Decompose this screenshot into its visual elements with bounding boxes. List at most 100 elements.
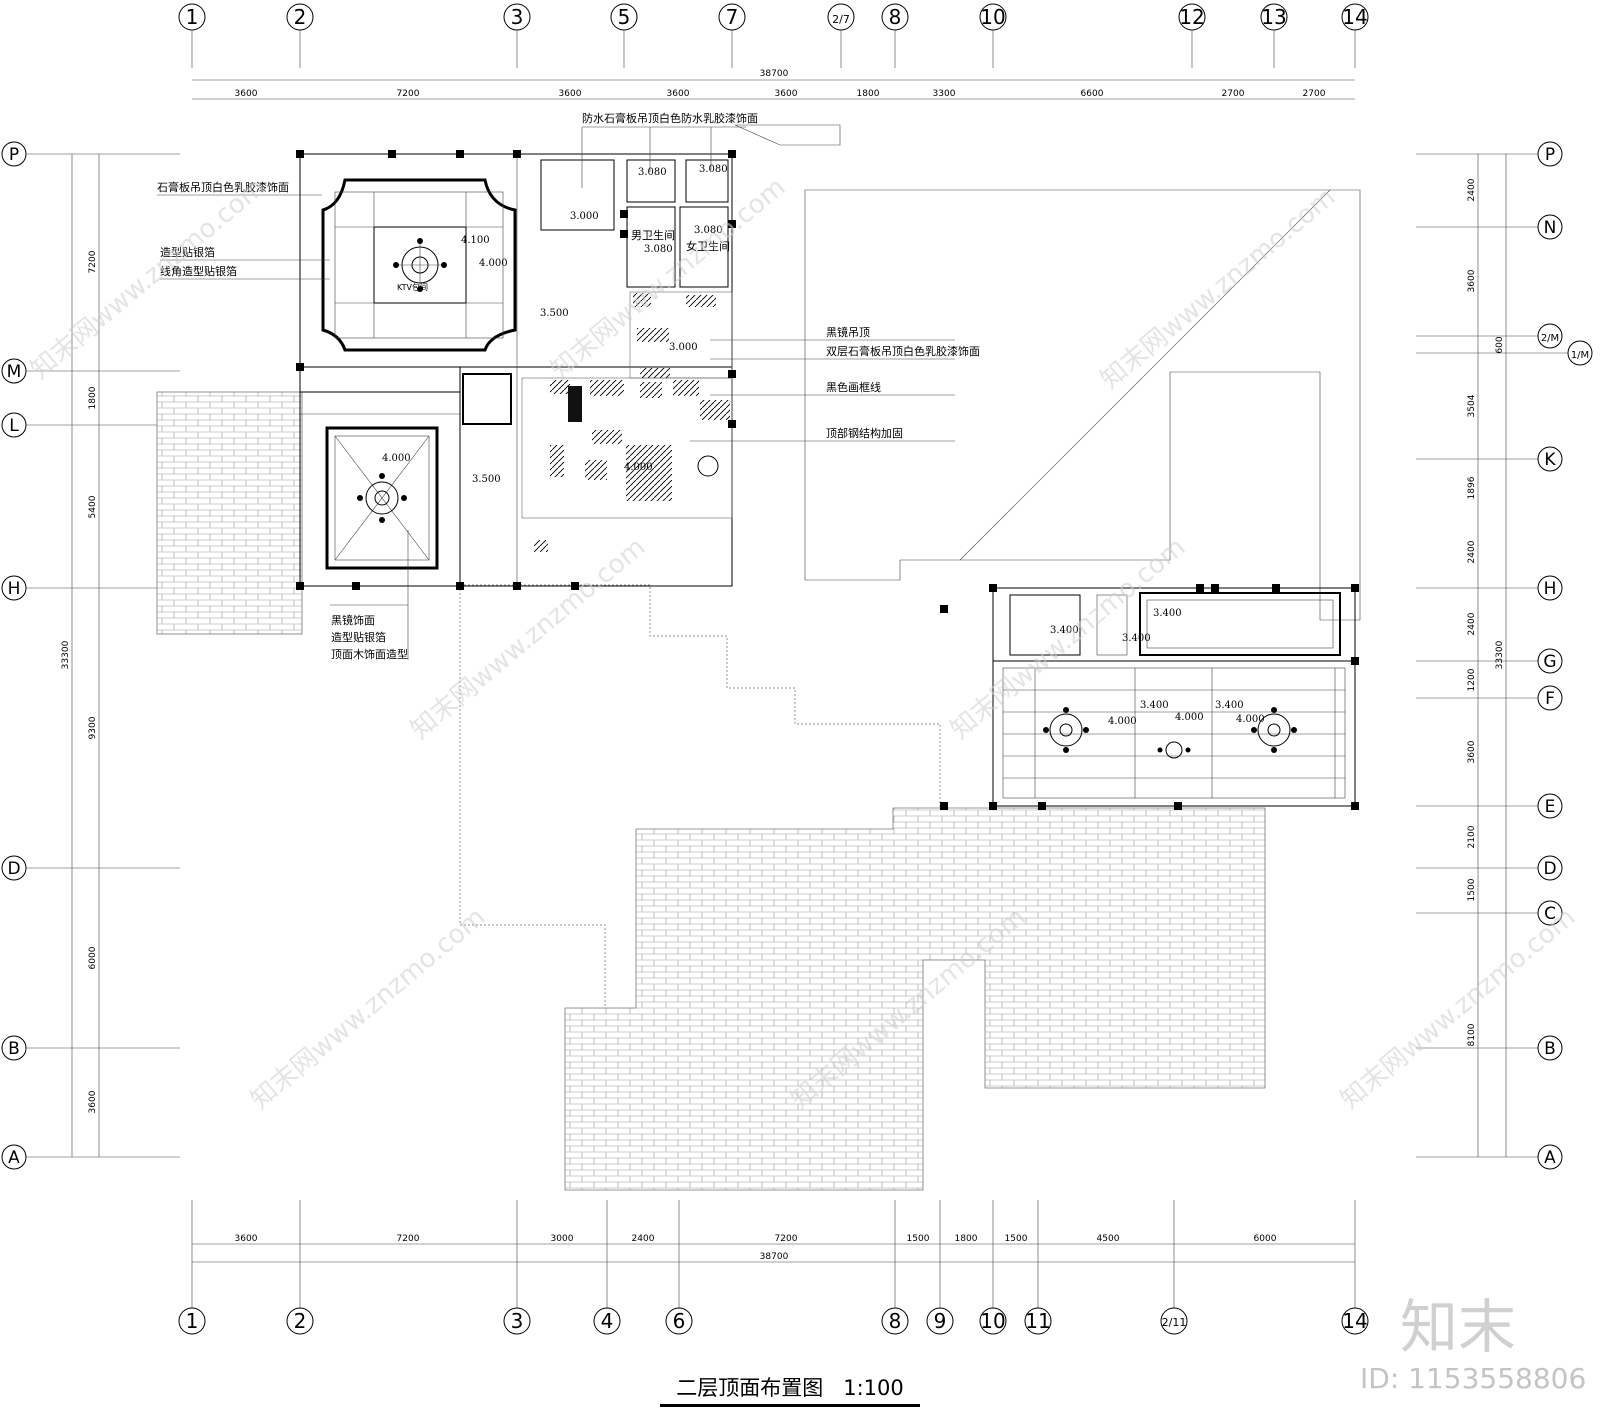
- note-silver-foil-2: 造型贴银箔: [331, 630, 386, 644]
- dimension: 3000: [551, 1234, 574, 1244]
- dimension: 3600: [1467, 269, 1477, 292]
- note-waterproof-ceiling: 防水石膏板吊顶白色防水乳胶漆饰面: [582, 111, 758, 125]
- dimension: 3600: [1467, 740, 1477, 763]
- room-label-mens-wc: 男卫生间: [631, 228, 675, 242]
- axis-label: 8: [889, 1309, 902, 1333]
- chandelier-icon: [1043, 707, 1089, 753]
- elevation-mark: 4.000: [1236, 714, 1265, 725]
- elevation-mark: 3.400: [1215, 700, 1244, 711]
- axis-label: C: [1544, 904, 1556, 924]
- dimension: 6000: [88, 946, 98, 969]
- bottom-axis-row: 3600 7200 3000 2400 7200 1500 1800 1500 …: [178, 1200, 1369, 1335]
- elevation-mark: 4.000: [382, 453, 411, 464]
- elevation-mark: 3.080: [644, 244, 673, 255]
- axis-label: M: [7, 362, 22, 382]
- watermark: 知末网www.znzmo.com: [405, 532, 651, 745]
- axis-bubble: 7: [718, 3, 746, 68]
- axis-label: D: [7, 859, 20, 879]
- elevation-mark: 3.080: [694, 225, 723, 236]
- dimension: 1500: [1005, 1234, 1028, 1244]
- structural-columns: [296, 150, 736, 590]
- room-label-ktv: KTV包间: [397, 282, 428, 292]
- elevation-mark: 3.000: [570, 211, 599, 222]
- dimension: 600: [1495, 336, 1505, 353]
- dimension: 1896: [1467, 476, 1477, 499]
- elevation-mark: 3.000: [669, 342, 698, 353]
- roof-outline: [734, 124, 1361, 621]
- axis-label: 3: [511, 1309, 524, 1333]
- axis-bubble: 2: [286, 3, 314, 68]
- axis-label: 2/7: [832, 13, 850, 26]
- dimension-total: 33300: [61, 640, 71, 669]
- room-label-womens-wc: 女卫生间: [686, 239, 730, 253]
- axis-label: P: [9, 145, 19, 165]
- note-steel-reinforce: 顶部钢结构加固: [826, 426, 903, 440]
- dimension: 3300: [933, 89, 956, 99]
- elevation-mark: 4.000: [1175, 712, 1204, 723]
- elevation-mark: 4.000: [1108, 716, 1137, 727]
- axis-label: 11: [1025, 1309, 1050, 1333]
- dimension: 3600: [235, 89, 258, 99]
- note-gypsum-ceiling: 石膏板吊顶白色乳胶漆饰面: [157, 180, 289, 194]
- axis-bubble: 8: [881, 3, 909, 68]
- dimension: 1800: [955, 1234, 978, 1244]
- chandelier-icon: [393, 238, 447, 292]
- terrace-lower: [564, 807, 1266, 1191]
- dimension: 2400: [632, 1234, 655, 1244]
- note-silver-foil: 造型贴银箔: [160, 245, 215, 259]
- upper-left-building: [296, 150, 736, 590]
- axis-label: N: [1544, 218, 1557, 238]
- axis-label: 2: [294, 5, 307, 29]
- elevation-mark: 3.400: [1153, 608, 1182, 619]
- axis-bubble: 2/7: [827, 3, 855, 68]
- elevation-mark: 4.100: [461, 235, 490, 246]
- axis-label: B: [8, 1039, 20, 1059]
- axis-bubble: 13: [1260, 3, 1288, 68]
- right-axis-column: P N 2/M 1/M K H G F E D C B A 33300 2400…: [1416, 141, 1593, 1170]
- axis-bubble: 1: [178, 3, 206, 68]
- dimension: 7200: [397, 89, 420, 99]
- axis-label: 1/M: [1571, 350, 1589, 361]
- terrace-left: [156, 391, 303, 635]
- left-axis-column: P M L H D B A 33300 7200 1800 5400 9300 …: [1, 141, 180, 1170]
- axis-label: B: [1544, 1039, 1556, 1059]
- axis-label: 12: [1179, 5, 1204, 29]
- axis-label: E: [1545, 797, 1556, 817]
- leader-lines: [157, 126, 955, 660]
- axis-label: 2/M: [1541, 333, 1559, 344]
- elevation-mark: 3.400: [1122, 633, 1151, 644]
- dimension: 5400: [88, 495, 98, 518]
- note-black-mirror-finish: 黑镜饰面: [331, 613, 375, 627]
- ceiling-elevations: 3.000 3.080 3.080 3.080 3.080 4.100 4.00…: [382, 164, 1265, 727]
- dimension: 4500: [1097, 1234, 1120, 1244]
- brand-logo: 知末: [1400, 1293, 1517, 1361]
- elevation-mark: 4.000: [479, 258, 508, 269]
- annotation-notes: 防水石膏板吊顶白色防水乳胶漆饰面 石膏板吊顶白色乳胶漆饰面 造型贴银箔 线角造型…: [157, 111, 980, 661]
- axis-label: 14: [1342, 1309, 1367, 1333]
- dimension: 7200: [397, 1234, 420, 1244]
- dimension: 1500: [1467, 878, 1477, 901]
- axis-label: 4: [601, 1309, 614, 1333]
- axis-label: 1: [186, 1309, 199, 1333]
- axis-label: K: [1544, 450, 1556, 470]
- watermark: 知末网www.znzmo.com: [245, 902, 491, 1115]
- watermark: 知末网www.znzmo.com: [945, 532, 1191, 745]
- axis-label: F: [1545, 689, 1555, 709]
- elevation-mark: 3.400: [1050, 625, 1079, 636]
- note-wood-ceiling: 顶面木饰面造型: [331, 647, 408, 661]
- elevation-mark: 3.500: [540, 308, 569, 319]
- axis-label: A: [1544, 1148, 1556, 1168]
- elevation-mark: 3.080: [638, 167, 667, 178]
- dimension: 8100: [1467, 1023, 1477, 1046]
- axis-label: 3: [511, 5, 524, 29]
- dimension: 2400: [1467, 612, 1477, 635]
- dimension-total: 33300: [1495, 640, 1505, 669]
- watermark: 知末网www.znzmo.com: [1335, 902, 1581, 1115]
- axis-label: 2/11: [1162, 1316, 1187, 1329]
- axis-bubble: 5: [610, 3, 638, 68]
- dimension: 3600: [775, 89, 798, 99]
- axis-label: 10: [980, 1309, 1005, 1333]
- dimension: 2400: [1467, 540, 1477, 563]
- note-double-gypsum: 双层石膏板吊顶白色乳胶漆饰面: [826, 344, 980, 358]
- axis-label: H: [1544, 579, 1557, 599]
